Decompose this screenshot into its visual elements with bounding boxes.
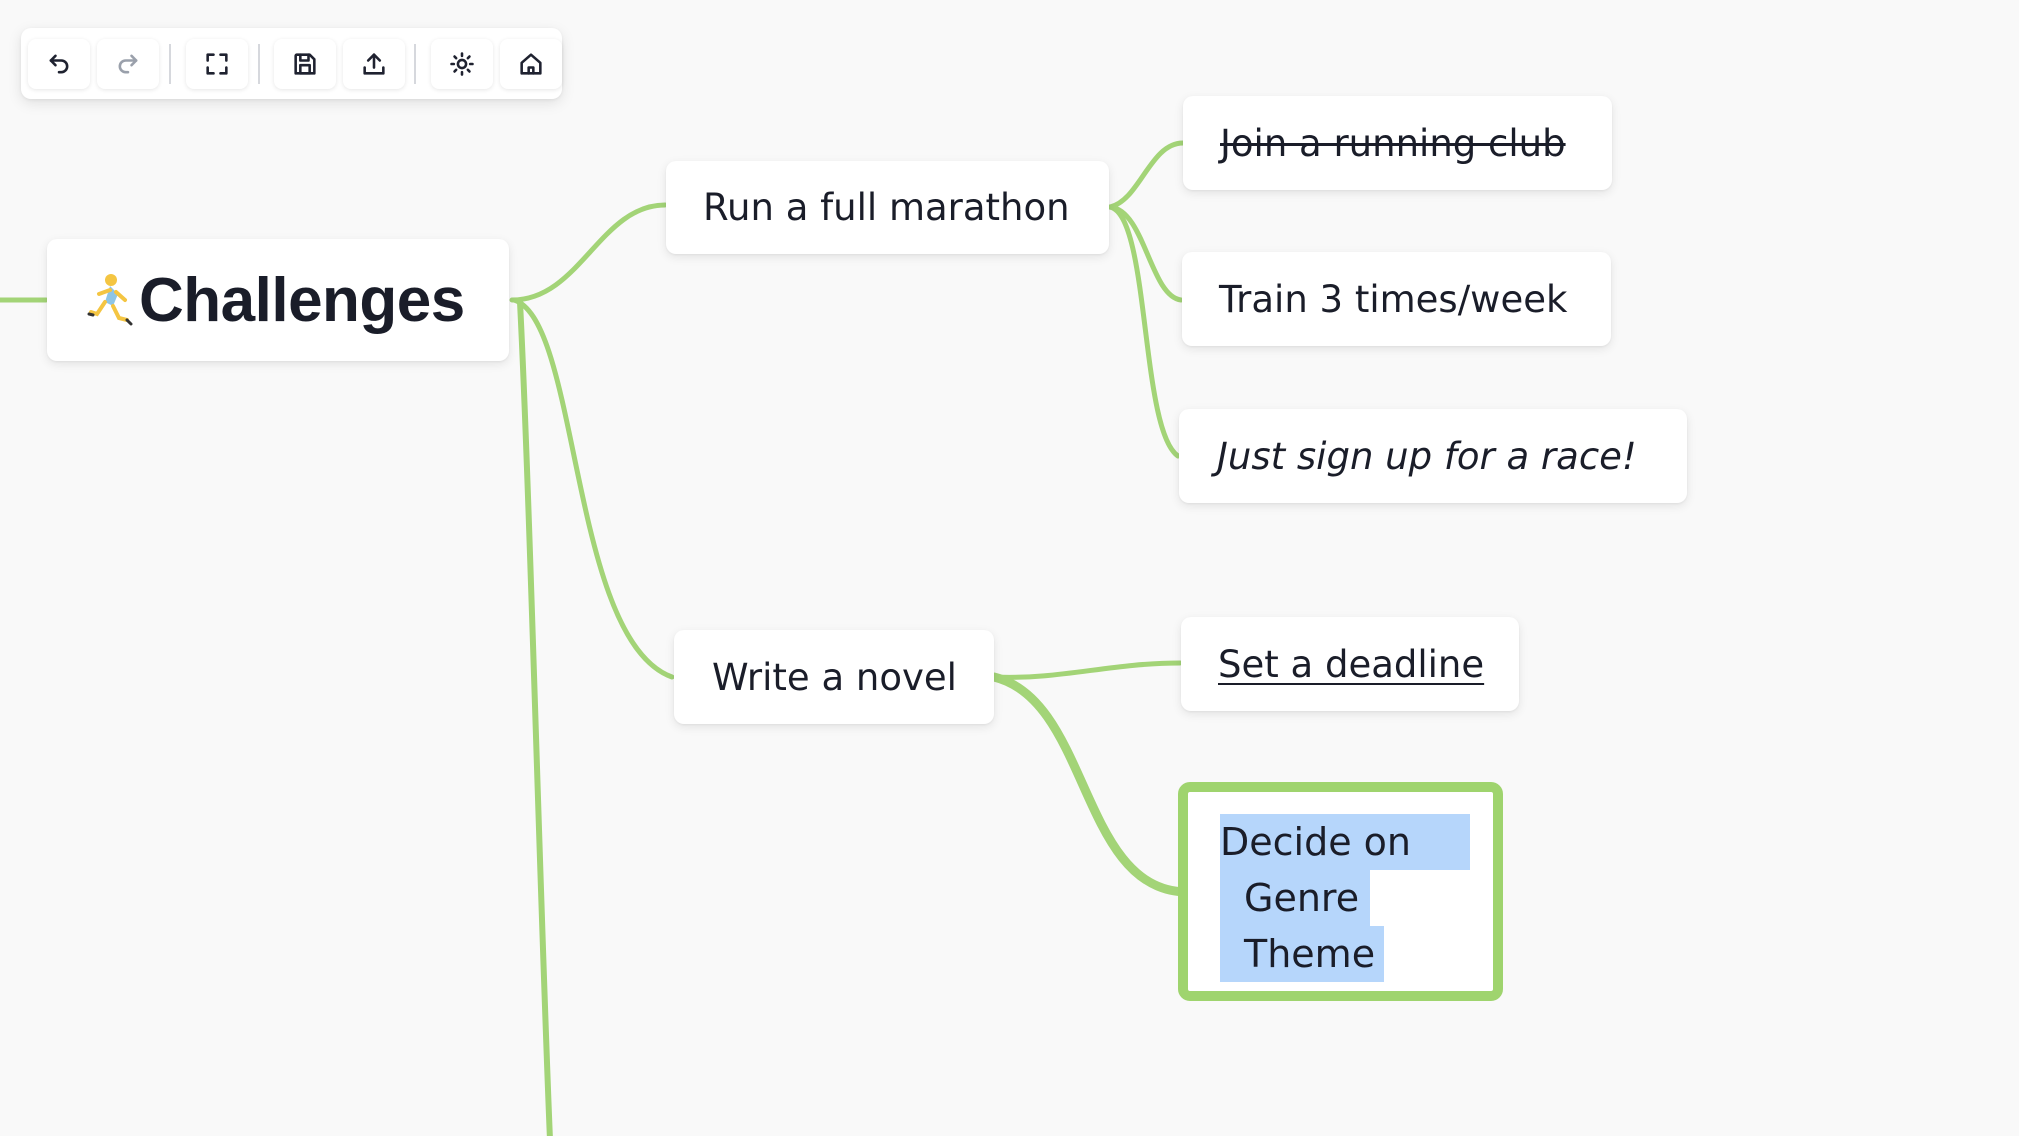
edge-root-to-novel — [511, 297, 675, 680]
undo-button[interactable] — [28, 39, 90, 89]
redo-icon — [118, 54, 138, 74]
edge-root-to-marathon — [509, 202, 668, 303]
save-icon — [294, 53, 316, 75]
child-node-decide-on-editing[interactable]: Decide on Genre Theme — [1178, 782, 1503, 1001]
branch-node-marathon[interactable]: Run a full marathon — [666, 161, 1109, 254]
edge-novel-to-deadline — [991, 660, 1183, 680]
child-node-join-running-club[interactable]: Join a running club — [1183, 96, 1612, 190]
home-button[interactable] — [500, 39, 562, 89]
edge-marathon-to-train — [1107, 204, 1184, 303]
root-node-challenges[interactable]: Challenges — [47, 239, 509, 361]
edge-novel-to-decide — [989, 672, 1191, 897]
brightness-icon — [450, 52, 474, 76]
child-node-label: Train 3 times/week — [1219, 277, 1568, 321]
child-node-train-3-times[interactable]: Train 3 times/week — [1182, 252, 1611, 346]
edge-marathon-to-race — [1107, 204, 1181, 459]
selected-text-line: Decide on — [1220, 814, 1470, 870]
branch-node-novel[interactable]: Write a novel — [674, 630, 994, 724]
selected-text-line: Theme — [1220, 926, 1384, 982]
runner-emoji-icon — [87, 274, 133, 326]
save-button[interactable] — [274, 39, 336, 89]
home-icon — [520, 53, 542, 75]
theme-toggle-button[interactable] — [431, 39, 493, 89]
node-text-editor[interactable]: Decide on Genre Theme — [1220, 814, 1470, 982]
child-node-sign-up-race[interactable]: Just sign up for a race! — [1179, 409, 1687, 503]
branch-node-label: Write a novel — [712, 655, 957, 699]
upload-icon — [363, 53, 385, 75]
toolbar-separator — [169, 44, 171, 84]
child-node-label: Set a deadline — [1218, 642, 1485, 686]
toolbar-separator — [258, 44, 260, 84]
edge-marathon-to-join — [1107, 140, 1186, 210]
export-button[interactable] — [343, 39, 405, 89]
toolbar-separator — [414, 44, 416, 84]
undo-icon — [49, 54, 69, 74]
fit-view-button[interactable] — [186, 39, 248, 89]
branch-node-label: Run a full marathon — [703, 186, 1070, 229]
redo-button[interactable] — [97, 39, 159, 89]
child-node-set-deadline[interactable]: Set a deadline — [1181, 617, 1519, 711]
selected-text-line: Genre — [1220, 870, 1370, 926]
fullscreen-icon — [206, 53, 228, 75]
canvas-toolbar — [21, 28, 562, 99]
edge-root-down — [517, 299, 553, 1136]
root-node-label: Challenges — [139, 265, 465, 335]
child-node-label: Just sign up for a race! — [1217, 434, 1637, 478]
child-node-label: Join a running club — [1220, 121, 1566, 165]
